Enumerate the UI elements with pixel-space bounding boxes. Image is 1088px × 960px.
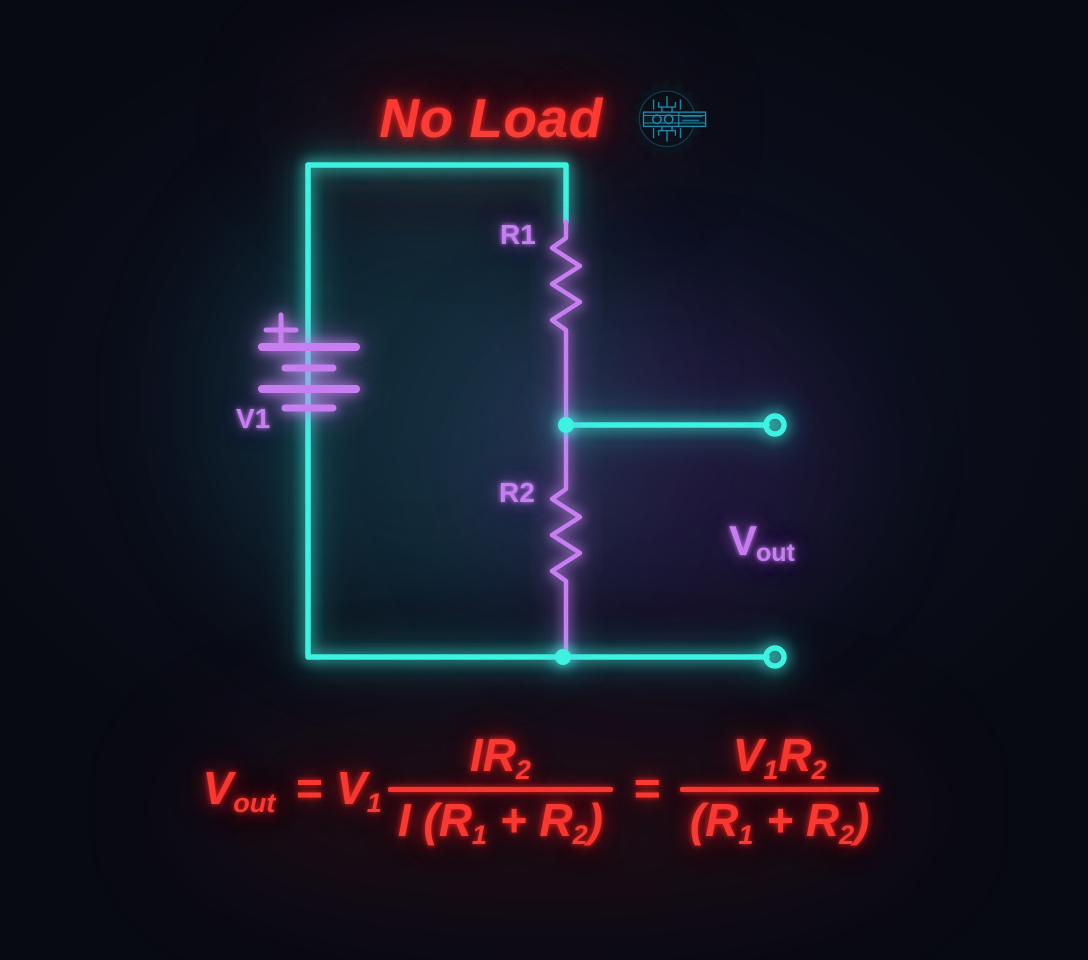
formula-v1-sub: 1	[366, 788, 382, 819]
formula-equals-1: =	[295, 762, 323, 815]
formula-equals-2: =	[632, 762, 660, 815]
num2-t1-sub: 2	[811, 755, 827, 785]
den1-t2-base: )	[587, 793, 603, 846]
den2-t0-base: (R	[689, 793, 739, 846]
gear-circuit-logo-icon	[630, 79, 707, 159]
formula-fraction-2-denominator: (R1 + R2)	[680, 793, 880, 849]
num2-t1-base: R	[778, 729, 812, 781]
ambient-glow-cyan	[210, 170, 630, 630]
voltage-divider-formula: Vout = V1 IR2 I (R1 + R2) = V1R2 (R1 + R…	[0, 729, 1088, 849]
resistor-r1-symbol	[549, 219, 583, 428]
formula-fraction-1-denominator: I (R1 + R2)	[388, 793, 613, 849]
node-divider-tap	[558, 417, 574, 433]
num1-t0-base: IR	[469, 729, 516, 781]
ambient-glow-purple	[470, 300, 850, 630]
vout-label-subscript: out	[756, 539, 795, 567]
wire-left-lower	[305, 400, 566, 660]
node-ground	[555, 649, 571, 665]
formula-v1: V1	[336, 762, 382, 817]
num1-t0-sub: 2	[515, 755, 531, 785]
vout-label-base: V	[729, 517, 758, 564]
formula-fraction-1-bar	[387, 786, 613, 792]
formula-fraction-2: V1R2 (R1 + R2)	[679, 729, 880, 849]
den2-t1-base: + R	[753, 793, 840, 846]
terminal-vout-negative	[763, 645, 787, 669]
resistor-r1-label: R1	[500, 219, 536, 250]
formula-lhs-base: V	[202, 762, 234, 815]
formula-v1-base: V	[336, 762, 367, 815]
den1-t0-base: I (R	[397, 793, 472, 846]
num2-t0-sub: 1	[763, 755, 779, 785]
terminal-vout-positive	[763, 413, 787, 437]
den2-t2-base: )	[854, 793, 870, 846]
formula-fraction-2-numerator: V1R2	[723, 729, 837, 784]
den1-t1-base: + R	[486, 793, 573, 846]
den2-t0-sub: 1	[738, 819, 754, 850]
title-row: No Load	[0, 76, 1088, 160]
num2-t0-base: V	[732, 729, 764, 781]
formula-lhs-sub: out	[233, 788, 276, 819]
resistor-r2-label: R2	[499, 477, 535, 508]
source-v1-label: V1	[236, 403, 271, 434]
formula-lhs: Vout	[202, 762, 282, 817]
vout-label: Vout	[729, 517, 796, 567]
formula-fraction-1: IR2 I (R1 + R2)	[387, 729, 613, 849]
den1-t1-sub: 2	[572, 819, 588, 850]
formula-fraction-2-bar	[679, 786, 880, 792]
wire-top	[305, 162, 569, 225]
den1-t0-sub: 1	[471, 819, 487, 850]
den2-t1-sub: 2	[839, 819, 855, 850]
formula-fraction-1-numerator: IR2	[460, 729, 541, 784]
page-title: No Load	[379, 87, 603, 149]
resistor-r2-symbol	[549, 422, 583, 660]
